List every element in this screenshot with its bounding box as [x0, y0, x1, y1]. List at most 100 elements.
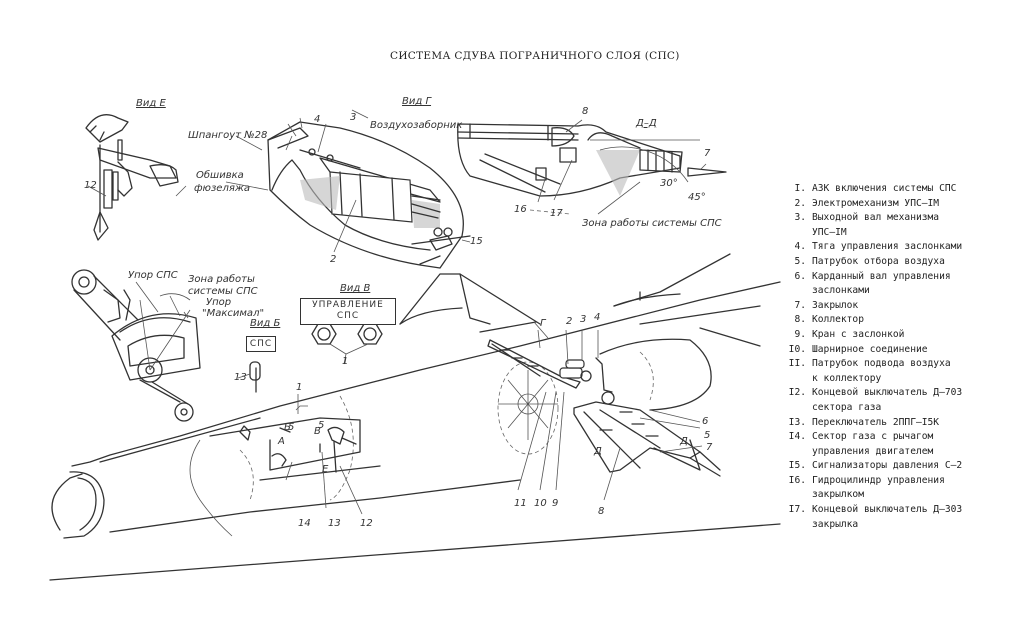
- legend-item-number: [778, 488, 812, 503]
- legend-item: 7.Закрылок: [778, 299, 962, 314]
- view-v-marker: В: [314, 426, 321, 437]
- legend-item-text: закрылком: [812, 489, 864, 501]
- legend-item-text: Выходной вал механизма: [812, 212, 940, 224]
- legend-item-text: Переключатель 2ППГ–I5К: [812, 416, 940, 428]
- section-d-marker-2: Д: [680, 436, 688, 447]
- legend-item: I0.Шарнирное соединение: [778, 343, 962, 358]
- section-d-d-flap: [457, 123, 727, 215]
- fuselage-skin-label-2: фюзеляжа: [194, 183, 250, 194]
- aircraft-fuselage: [49, 281, 781, 581]
- sps-control-panel: УПРАВЛЕНИЕ СПС: [300, 298, 396, 325]
- legend-item: 6.Карданный вал управления: [778, 270, 962, 285]
- legend-item: I.АЗК включения системы СПС: [778, 182, 962, 197]
- legend-item-text: Шарнирное соединение: [812, 343, 928, 355]
- legend-item-number: [778, 401, 812, 416]
- legend-item-text: Концевой выключатель Д–303: [812, 504, 963, 516]
- legend-item-number: 5.: [794, 255, 806, 267]
- legend-item-number: 3.: [794, 212, 806, 224]
- legend-item: I7. Концевой выключатель Д–303: [778, 503, 963, 518]
- legend-item-text: закрылка: [812, 518, 859, 530]
- legend-item-number: 9.: [794, 328, 806, 340]
- legend-item-continuation: управления двигателем: [778, 445, 962, 460]
- sps-switch-panel: СПС: [246, 336, 276, 352]
- stop-sps-label: Упор СПС: [128, 270, 178, 281]
- part-number-5-wing: 5: [704, 430, 711, 441]
- sps-zone-label-1: Зона работы: [188, 274, 255, 285]
- section-d-d-label: Д–Д: [636, 118, 657, 129]
- legend-item: 8. Коллектор: [778, 313, 962, 328]
- legend-item: 3. Выходной вал механизма: [778, 211, 962, 226]
- view-b-throttle-sector: [71, 269, 201, 422]
- legend-item: II. Патрубок подвода воздуха: [778, 357, 962, 372]
- fuselage-skin-label-1: Обшивка: [196, 170, 244, 181]
- part-number-2-wing: 2: [566, 316, 573, 327]
- part-number-11-wing: 11: [514, 498, 527, 509]
- legend-item-text: Тяга управления заслонками: [812, 241, 963, 253]
- part-number-1-view-v: 1: [342, 356, 349, 367]
- fuse-marker-5a: 5: [288, 422, 295, 433]
- view-e-marker: Е: [322, 464, 329, 475]
- view-g-marker: Г: [540, 318, 546, 329]
- legend-item-number: I3.: [788, 416, 806, 428]
- view-e-label: Вид Е: [136, 98, 166, 109]
- sps-panel-line2: СПС: [336, 311, 360, 321]
- legend-item-number: I7.: [788, 504, 806, 516]
- view-g-label: Вид Г: [402, 96, 432, 107]
- legend-item: I4. Сектор газа с рычагом: [778, 430, 962, 445]
- part-number-12-fuselage: 12: [360, 518, 373, 529]
- part-number-8-section-dd: 8: [582, 106, 589, 117]
- legend-item-number: I2.: [788, 387, 806, 399]
- legend-item-text: Сигнализаторы давления С–2: [812, 460, 963, 472]
- legend-item-text: к коллектору: [812, 372, 882, 384]
- legend-item-text: Коллектор: [812, 314, 864, 326]
- fuse-marker-5b: 5: [318, 420, 325, 431]
- legend-item-text: заслонками: [812, 285, 870, 297]
- legend-item-number: I6.: [788, 474, 806, 486]
- legend-item-text: Кран с заслонкой: [812, 328, 905, 340]
- legend-item: I5.Сигнализаторы давления С–2: [778, 459, 963, 474]
- legend-item-text: Патрубок отбора воздуха: [812, 255, 945, 267]
- part-number-14-fuselage: 14: [298, 518, 311, 529]
- legend-item: 5. Патрубок отбора воздуха: [778, 255, 962, 270]
- legend-item-number: 8.: [794, 314, 806, 326]
- part-number-13-view-b: 13: [234, 372, 247, 383]
- view-b-marker: Б: [284, 422, 291, 433]
- legend-item-continuation: закрылком: [778, 488, 962, 503]
- legend-item-text: Карданный вал управления: [812, 270, 951, 282]
- stop-max-label-1: Упор: [206, 297, 232, 308]
- legend-item-text: Сектор газа с рычагом: [812, 431, 934, 443]
- view-a-marker: А: [278, 436, 285, 447]
- legend-item-number: 4.: [794, 241, 806, 253]
- view-e-throttle-mechanism: [85, 114, 179, 241]
- legend-item-number: I4.: [788, 431, 806, 443]
- legend-item: I3. Переключатель 2ППГ–I5К: [778, 416, 962, 431]
- legend-item-text: управления двигателем: [812, 445, 934, 457]
- part-number-4-wing: 4: [594, 312, 601, 323]
- part-number-8-wing: 8: [598, 506, 605, 517]
- part-number-12-view-e: 12: [84, 180, 97, 191]
- legend-item-text: УПС–IМ: [812, 226, 847, 238]
- legend-item-number: [778, 284, 812, 299]
- part-number-7-wing: 7: [706, 442, 713, 453]
- legend-item-continuation: сектора газа: [778, 401, 962, 416]
- legend-item-text: Патрубок подвода воздуха: [812, 358, 951, 370]
- legend-item-number: [778, 372, 812, 387]
- legend-item-number: [778, 226, 812, 241]
- legend-item-text: Электромеханизм УПС–IМ: [812, 197, 940, 209]
- part-number-9-wing: 9: [552, 498, 559, 509]
- legend-item-number: 2.: [794, 197, 806, 209]
- legend-item: 4. Тяга управления заслонками: [778, 240, 962, 255]
- legend-item: I6.Гидроцилиндр управления: [778, 474, 962, 489]
- engine-and-collector: [487, 338, 721, 477]
- legend-item-continuation: к коллектору: [778, 372, 962, 387]
- diagram-title: СИСТЕМА СДУВА ПОГРАНИЧНОГО СЛОЯ (СПС): [390, 50, 680, 62]
- view-g-intake-cutaway: [267, 117, 471, 269]
- legend-item-text: сектора газа: [812, 401, 882, 413]
- legend-item-number: II.: [788, 358, 806, 370]
- legend-item-continuation: закрылка: [778, 518, 962, 533]
- frame-28-label: Шпангоут №28: [188, 130, 268, 141]
- legend-item-number: [778, 445, 812, 460]
- legend-item-number: I.: [794, 183, 806, 194]
